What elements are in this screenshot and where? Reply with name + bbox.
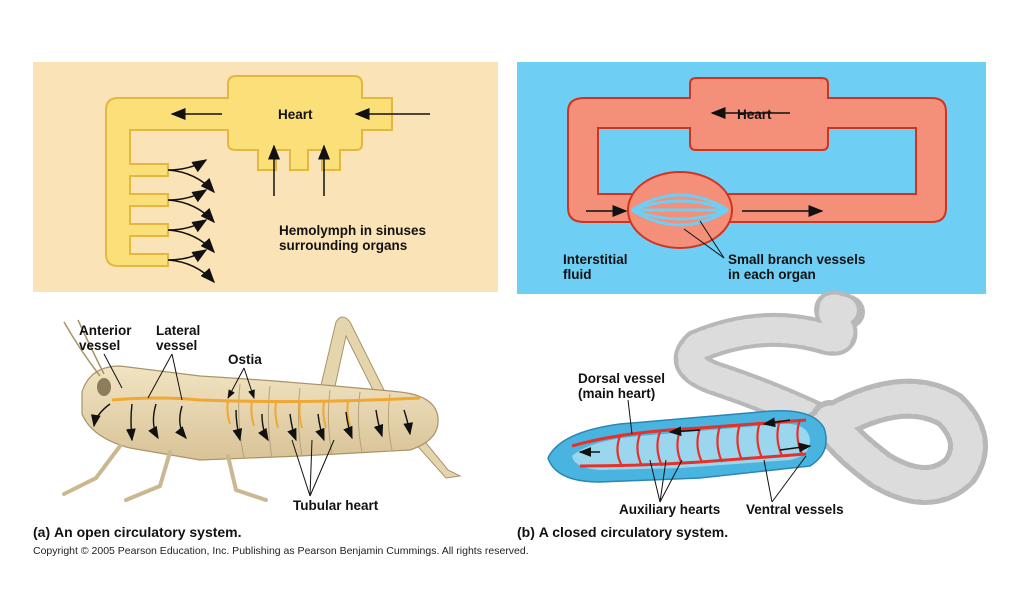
interstitial-line2: fluid: [563, 267, 592, 282]
lateral-vessel-line1: Lateral: [156, 323, 201, 338]
dorsal-vessel-line2: (main heart): [578, 386, 656, 401]
capillary-vessels: [631, 193, 729, 227]
caption-b-letter: (b): [517, 524, 535, 540]
interstitial-line1: Interstitial: [563, 252, 628, 267]
auxiliary-hearts-label: Auxiliary hearts: [619, 502, 721, 517]
grasshopper-eye: [97, 378, 111, 396]
caption-a: (a) An open circulatory system.: [33, 524, 242, 540]
tubular-heart-label: Tubular heart: [293, 498, 379, 513]
branch-vessels-line1: Small branch vessels: [728, 252, 866, 267]
branch-pointer-lines: [683, 220, 725, 259]
tubular-heart-vessel: [111, 396, 421, 404]
dorsal-vessel-line1: Dorsal vessel: [578, 371, 666, 386]
open-vessel: [105, 75, 393, 267]
grasshopper-antenna: [63, 319, 105, 377]
lateral-vessel-line2: vessel: [156, 338, 198, 353]
closed-heart-label: Heart: [737, 107, 772, 122]
caption-b-text: A closed circulatory system.: [538, 524, 729, 540]
caption-a-letter: (a): [33, 524, 51, 540]
branch-vessels-line2: in each organ: [728, 267, 816, 282]
grasshopper-flow-arrows: [91, 403, 413, 442]
hemolymph-label-line2: surrounding organs: [279, 238, 408, 253]
earthworm-flow-arrow: [668, 426, 701, 437]
caption-a-text: An open circulatory system.: [54, 524, 242, 540]
earthworm-flow-arrow: [779, 442, 812, 453]
hemolymph-label-line1: Hemolymph in sinuses: [279, 223, 427, 238]
ventral-vessel: [579, 452, 807, 468]
open-sinus-arrows: [167, 159, 216, 284]
grasshopper-front-legs: [62, 444, 268, 502]
open-heart-label: Heart: [278, 107, 313, 122]
anterior-vessel-line1: Anterior: [79, 323, 132, 338]
caption-b: (b) A closed circulatory system.: [517, 524, 728, 540]
ventral-vessels-label: Ventral vessels: [746, 502, 844, 517]
earthworm-pointer-lines: [627, 399, 807, 503]
ostia-label: Ostia: [228, 352, 262, 367]
lateral-vessel-branches: [226, 399, 351, 429]
dorsal-vessel: [571, 418, 807, 448]
grasshopper-pointer-lines: [103, 353, 335, 497]
anterior-vessel-line2: vessel: [79, 338, 121, 353]
earthworm-flow-arrow: [762, 417, 791, 428]
copyright-notice: Copyright © 2005 Pearson Education, Inc.…: [33, 545, 529, 557]
